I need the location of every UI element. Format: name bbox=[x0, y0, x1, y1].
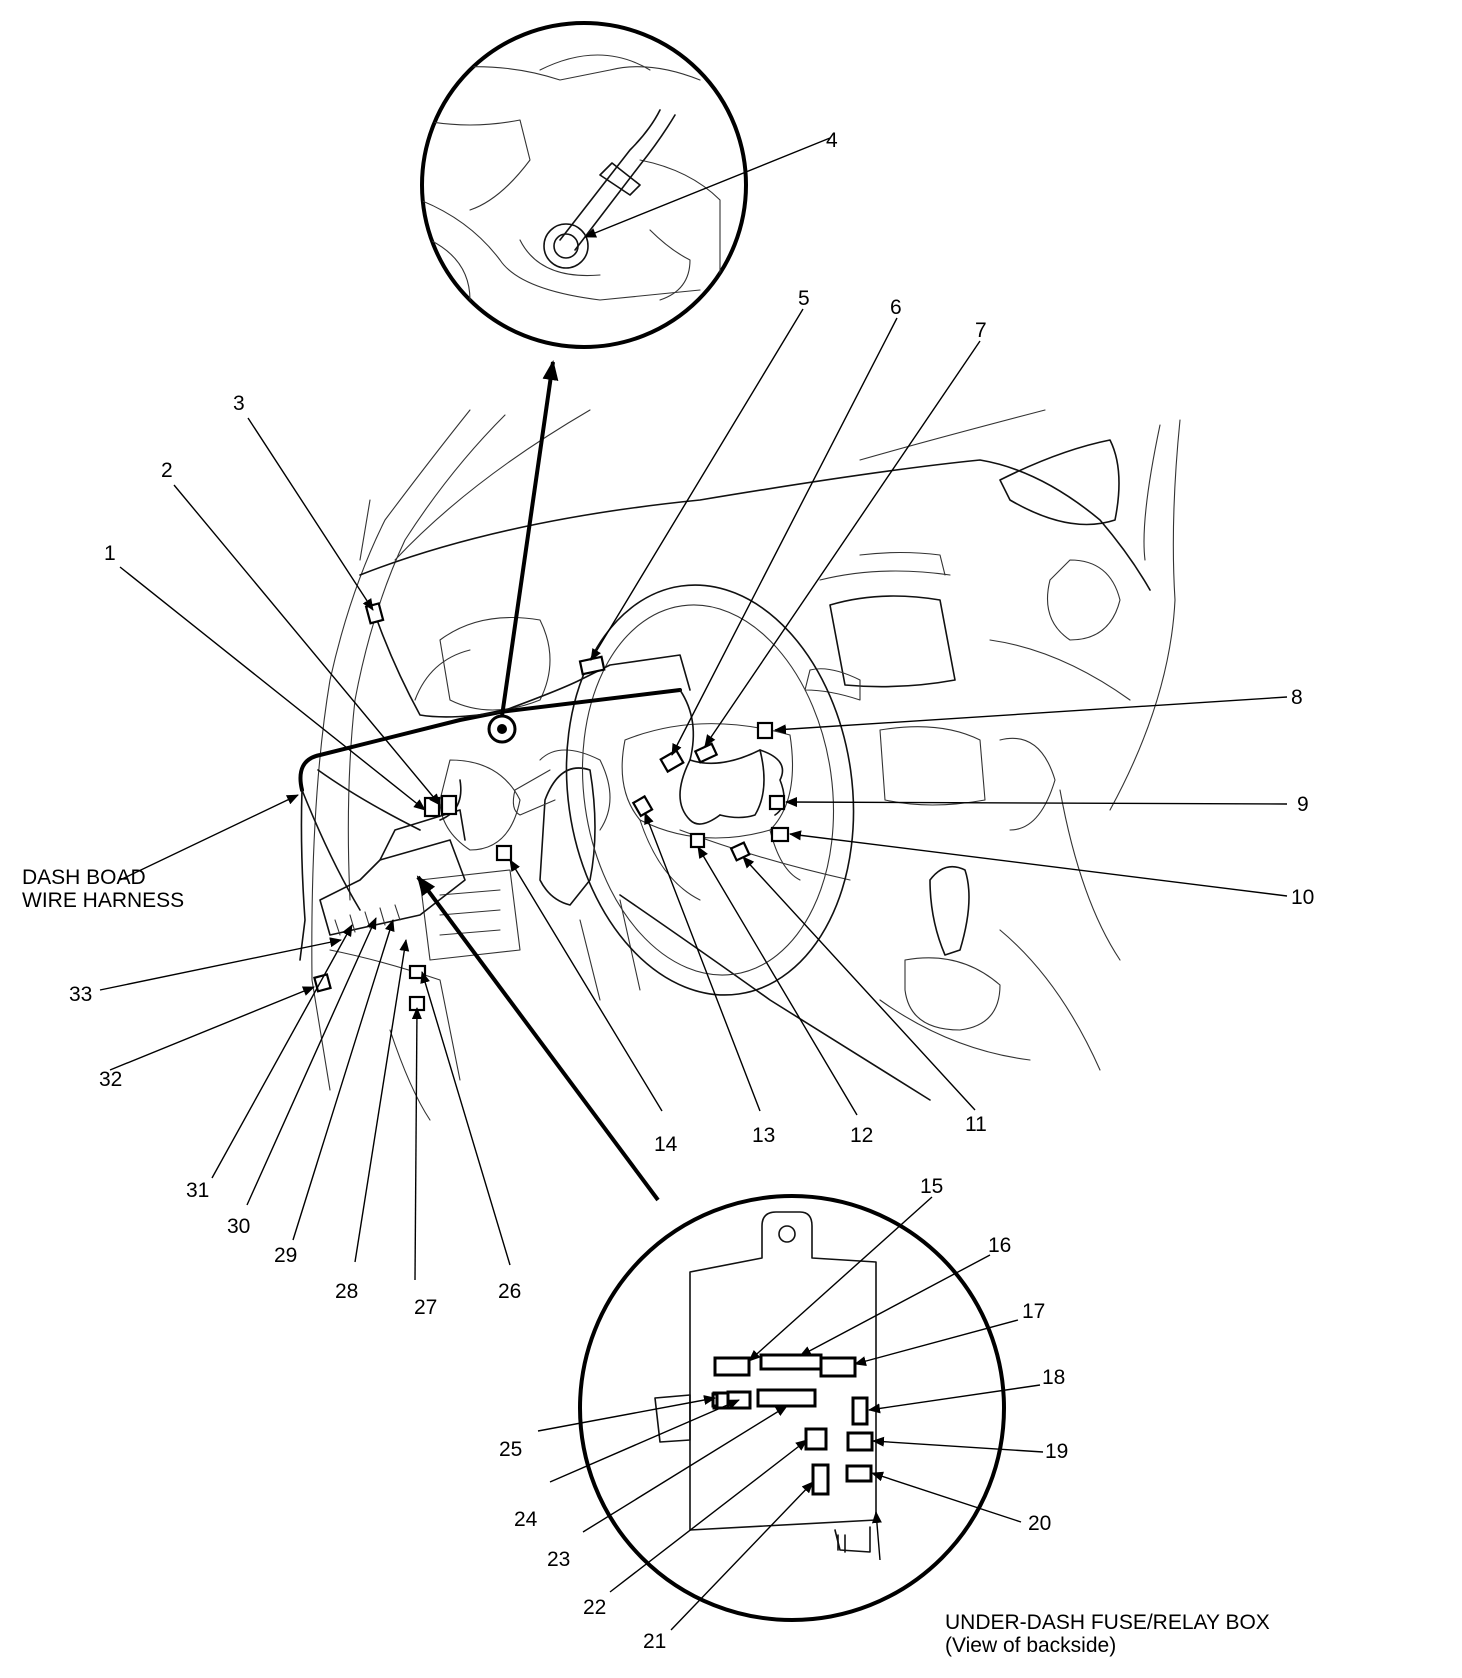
dash-harness-label-line2: WIRE HARNESS bbox=[22, 889, 184, 912]
callout-26: 26 bbox=[498, 1280, 521, 1303]
callout-19: 19 bbox=[1045, 1440, 1068, 1463]
callout-28: 28 bbox=[335, 1280, 358, 1303]
dashboard-illustration bbox=[311, 409, 1181, 1121]
callout-10: 10 bbox=[1291, 886, 1314, 909]
fuse-box-label: UNDER-DASH FUSE/RELAY BOX bbox=[945, 1611, 1270, 1634]
callout-31: 31 bbox=[186, 1179, 209, 1202]
callout-15: 15 bbox=[920, 1175, 943, 1198]
callout-1: 1 bbox=[104, 542, 116, 565]
dash-wire-harness bbox=[298, 599, 785, 961]
callout-13: 13 bbox=[752, 1124, 775, 1147]
callout-21: 21 bbox=[643, 1630, 666, 1653]
detail-pointer-bottom bbox=[416, 875, 660, 1202]
callout-33: 33 bbox=[69, 983, 92, 1006]
callout-12: 12 bbox=[850, 1124, 873, 1147]
callout-25: 25 bbox=[499, 1438, 522, 1461]
detail-view-ground-bolt bbox=[420, 21, 748, 349]
callout-29: 29 bbox=[274, 1244, 297, 1267]
callout-8: 8 bbox=[1291, 686, 1303, 709]
callout-4: 4 bbox=[826, 129, 838, 152]
callout-17: 17 bbox=[1022, 1300, 1045, 1323]
callout-30: 30 bbox=[227, 1215, 250, 1238]
callout-2: 2 bbox=[161, 459, 173, 482]
callout-22: 22 bbox=[583, 1596, 606, 1619]
callout-23: 23 bbox=[547, 1548, 570, 1571]
callout-5: 5 bbox=[798, 287, 810, 310]
callout-3: 3 bbox=[233, 392, 245, 415]
callout-14: 14 bbox=[654, 1133, 678, 1156]
callout-32: 32 bbox=[99, 1068, 122, 1091]
callout-27: 27 bbox=[414, 1296, 437, 1319]
callout-6: 6 bbox=[890, 296, 902, 319]
detail-pointer-top bbox=[500, 360, 559, 717]
callout-11: 11 bbox=[965, 1113, 987, 1136]
callout-numbers: 1 2 3 4 5 6 7 8 9 10 11 12 13 14 15 16 1… bbox=[69, 129, 1314, 1653]
callout-24: 24 bbox=[514, 1508, 538, 1531]
fuse-box-label-line2: (View of backside) bbox=[945, 1634, 1116, 1657]
connectors bbox=[313, 602, 790, 1012]
callout-20: 20 bbox=[1028, 1512, 1051, 1535]
callout-7: 7 bbox=[975, 319, 987, 342]
detail-view-fuse-relay-box bbox=[578, 1194, 1006, 1622]
callout-leaders bbox=[99, 137, 1288, 1631]
callout-18: 18 bbox=[1042, 1366, 1065, 1389]
dash-harness-label: DASH BOAD bbox=[22, 866, 146, 889]
callout-16: 16 bbox=[988, 1234, 1011, 1257]
callout-9: 9 bbox=[1297, 793, 1309, 816]
